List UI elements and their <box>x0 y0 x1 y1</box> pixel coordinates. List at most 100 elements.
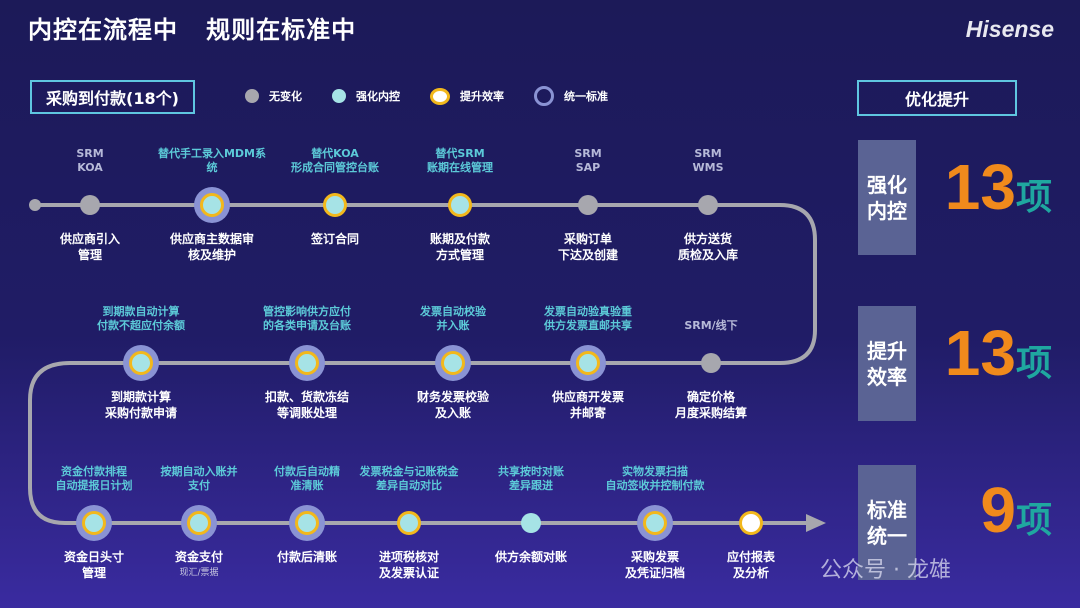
step-title: 资金日头寸 管理 <box>63 550 124 580</box>
step-label: 供应商主数据审 核及维护 <box>142 231 282 263</box>
step-node-icon <box>435 345 471 381</box>
count-value: 9 <box>980 474 1016 546</box>
step-system-note: SRM KOA <box>76 147 104 174</box>
step-label: 账期及付款 方式管理 <box>390 231 530 263</box>
step-label: 供应商开发票 并邮寄 <box>518 389 658 421</box>
category-efficiency: 提升 效率 <box>858 306 916 421</box>
count-unit: 项 <box>1015 500 1052 541</box>
step-title: 进项税核对 及发票认证 <box>378 550 439 580</box>
step-node-icon <box>323 193 347 217</box>
step-node-icon <box>80 195 100 215</box>
yellow-ring-icon <box>430 87 450 105</box>
step-system-note: SRM WMS <box>692 147 724 174</box>
step-system-note: 发票自动验真验重 供方发票直邮共享 <box>544 305 632 332</box>
legend-label: 强化内控 <box>356 90 400 103</box>
step-title: 到期款计算 采购付款申请 <box>104 390 177 420</box>
step-title: 采购发票 及凭证归档 <box>624 550 685 580</box>
step-label: 签订合同 <box>265 231 405 247</box>
step-node-icon <box>701 353 721 373</box>
step-label: 应付报表 及分析 <box>681 549 821 581</box>
step-title: 供应商主数据审 核及维护 <box>169 232 254 262</box>
step-system-note: 管控影响供方应付 的各类申请及台账 <box>263 305 351 332</box>
step-label: 资金日头寸 管理 <box>24 549 164 581</box>
step-title: 财务发票校验 及入账 <box>416 390 489 420</box>
step-label: 确定价格 月度采购结算 <box>641 389 781 421</box>
step-title: 供方余额对账 <box>494 550 567 564</box>
step-node-icon <box>289 505 325 541</box>
step-title: 采购订单 下达及创建 <box>557 232 618 262</box>
step-subtitle: 现汇/票据 <box>179 568 219 578</box>
step-system-note: 替代SRM 账期在线管理 <box>427 147 493 174</box>
step-title: 供应商引入 管理 <box>59 232 120 262</box>
step-title: 供方送货 质检及入库 <box>677 232 738 262</box>
legend-label: 提升效率 <box>460 90 504 103</box>
step-system-note: SRM SAP <box>574 147 602 174</box>
process-label: 采购到付款(18个) <box>30 80 195 114</box>
step-label: 进项税核对 及发票认证 <box>339 549 479 581</box>
count-unit: 项 <box>1015 343 1052 384</box>
page-title: 内控在流程中 规则在标准中 <box>28 16 357 44</box>
step-label: 供方余额对账 <box>461 549 601 565</box>
step-label: 资金支付现汇/票据 <box>129 549 269 581</box>
gray-dot-icon <box>245 89 259 103</box>
summary-title: 优化提升 <box>857 80 1017 116</box>
step-label: 采购发票 及凭证归档 <box>585 549 725 581</box>
purple-ring-icon <box>534 86 554 106</box>
legend-item-no-change: 无变化 <box>245 88 302 104</box>
step-label: 采购订单 下达及创建 <box>518 231 658 263</box>
step-node-icon <box>289 345 325 381</box>
step-system-note: 发票税金与记账税金 差异自动对比 <box>359 465 459 492</box>
step-title: 确定价格 月度采购结算 <box>674 390 747 420</box>
watermark: 公众号 · 龙雄 <box>820 558 951 583</box>
step-system-note: 替代KOA 形成合同管控台账 <box>291 147 379 174</box>
step-node-icon <box>123 345 159 381</box>
arrow-head-icon <box>806 514 826 532</box>
step-system-note: 按期自动入账并 支付 <box>160 465 238 492</box>
category-control: 强化 内控 <box>858 140 916 255</box>
count-value: 13 <box>944 317 1016 389</box>
count-value: 13 <box>944 151 1016 223</box>
step-label: 到期款计算 采购付款申请 <box>71 389 211 421</box>
step-node-icon <box>578 195 598 215</box>
step-system-note: 资金付款排程 自动提报日计划 <box>55 465 133 492</box>
count-unit: 项 <box>1015 177 1052 218</box>
cyan-dot-icon <box>332 89 346 103</box>
step-title: 应付报表 及分析 <box>726 550 775 580</box>
step-system-note: 替代手工录入MDM系 统 <box>157 147 267 174</box>
legend-label: 无变化 <box>269 90 302 103</box>
step-system-note: SRM/线下 <box>684 319 738 332</box>
step-title: 资金支付 <box>174 550 223 564</box>
step-node-icon <box>698 195 718 215</box>
step-title: 供应商开发票 并邮寄 <box>551 390 624 420</box>
legend-item-control: 强化内控 <box>332 88 400 104</box>
step-title: 签订合同 <box>310 232 359 246</box>
start-dot-icon <box>29 199 41 211</box>
category-standard: 标准 统一 <box>858 465 916 580</box>
step-title: 扣款、货款冻结 等调账处理 <box>264 390 349 420</box>
step-system-note: 付款后自动精 准清账 <box>274 465 340 492</box>
step-node-icon <box>397 511 421 535</box>
step-node-icon <box>194 187 230 223</box>
step-title: 账期及付款 方式管理 <box>429 232 490 262</box>
legend-item-efficiency: 提升效率 <box>430 87 504 105</box>
step-node-icon <box>76 505 112 541</box>
step-node-icon <box>739 511 763 535</box>
step-node-icon <box>181 505 217 541</box>
step-label: 财务发票校验 及入账 <box>383 389 523 421</box>
step-system-note: 实物发票扫描 自动签收并控制付款 <box>605 465 705 492</box>
step-system-note: 发票自动校验 并入账 <box>420 305 486 332</box>
step-node-icon <box>521 513 541 533</box>
legend: 无变化 强化内控 提升效率 统一标准 <box>245 86 638 106</box>
step-system-note: 共享按时对账 差异跟进 <box>498 465 564 492</box>
step-label: 付款后清账 <box>237 549 377 565</box>
step-label: 供方送货 质检及入库 <box>638 231 778 263</box>
step-label: 扣款、货款冻结 等调账处理 <box>237 389 377 421</box>
step-node-icon <box>637 505 673 541</box>
step-title: 付款后清账 <box>276 550 337 564</box>
legend-label: 统一标准 <box>564 90 608 103</box>
step-system-note: 到期款自动计算 付款不超应付余额 <box>97 305 185 332</box>
